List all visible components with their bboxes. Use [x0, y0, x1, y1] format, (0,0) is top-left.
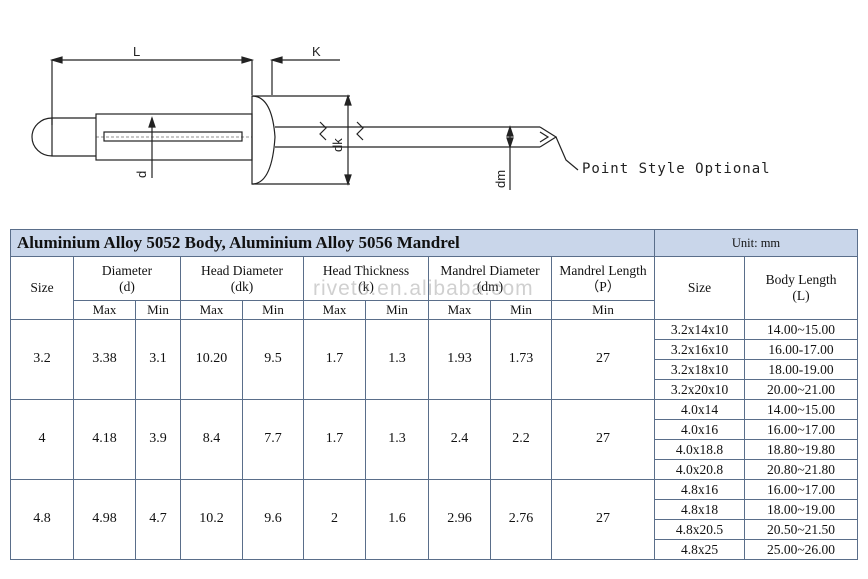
mandrel-diameter-label: dm	[493, 170, 508, 188]
sub-max: Max	[73, 300, 136, 320]
sub-min: Min	[135, 300, 181, 320]
table-row: 4.8x20.5 20.50~21.50	[11, 519, 859, 540]
sub-min: Min	[242, 300, 304, 320]
sub-max: Max	[428, 300, 491, 320]
dk-min-cell: 9.5	[242, 319, 304, 400]
rivet-size-cell: 4.0x14	[654, 399, 746, 420]
rivet-size-cell: 4.0x18.8	[654, 439, 746, 460]
rivet-size-cell: 4.8x25	[654, 539, 746, 560]
header-size: Size	[10, 256, 74, 320]
d-min-cell: 4.7	[135, 479, 181, 560]
point-style-callout: Point Style Optional	[582, 161, 771, 177]
rivet-drawing: L K d dk dm Point Style Optional	[31, 44, 771, 190]
dm-min-cell: 2.2	[490, 399, 552, 480]
body-length-cell: 16.00-17.00	[744, 339, 859, 360]
header-head-thickness: Head Thickness(k)	[303, 256, 429, 301]
p-min-cell: 27	[550, 319, 656, 400]
body-length-cell: 16.00~17.00	[744, 479, 859, 500]
table-row: 4.8x25 25.00~26.00	[11, 539, 859, 560]
length-label: L	[133, 44, 140, 59]
table-row: 4.8x18 18.00~19.00	[11, 499, 859, 520]
size-cell: 4	[10, 399, 74, 480]
p-min-cell: 27	[550, 399, 656, 480]
dm-max-cell: 2.4	[428, 399, 491, 480]
rivet-size-cell: 3.2x14x10	[654, 319, 746, 340]
head-thickness-label: K	[312, 44, 321, 59]
dm-max-cell: 1.93	[428, 319, 491, 400]
rivet-size-cell: 4.8x16	[654, 479, 746, 500]
rivet-size-cell: 3.2x18x10	[654, 359, 746, 380]
head-diameter-label: dk	[330, 138, 345, 152]
rivet-size-cell: 3.2x20x10	[654, 379, 746, 400]
body-length-cell: 14.00~15.00	[744, 319, 859, 340]
table-row: 4.0x16 16.00~17.00	[11, 419, 859, 440]
d-max-cell: 4.98	[73, 479, 136, 560]
table-row: 4.0x20.8 20.80~21.80	[11, 459, 859, 480]
rivet-size-cell: 4.0x20.8	[654, 459, 746, 480]
sub-max: Max	[180, 300, 243, 320]
rivet-size-cell: 4.0x16	[654, 419, 746, 440]
unit-label: Unit: mm	[654, 229, 859, 257]
dm-min-cell: 1.73	[490, 319, 552, 400]
body-length-cell: 18.80~19.80	[744, 439, 859, 460]
table-row: 3.2x18x10 18.00-19.00	[11, 359, 859, 380]
sub-min: Min	[550, 300, 656, 320]
k-max-cell: 1.7	[303, 319, 366, 400]
size-cell: 4.8	[10, 479, 74, 560]
rivet-size-cell: 4.8x18	[654, 499, 746, 520]
body-length-cell: 20.50~21.50	[744, 519, 859, 540]
dk-min-cell: 9.6	[242, 479, 304, 560]
k-max-cell: 1.7	[303, 399, 366, 480]
sub-max: Max	[303, 300, 366, 320]
body-length-cell: 18.00~19.00	[744, 499, 859, 520]
body-length-cell: 18.00-19.00	[744, 359, 859, 380]
k-min-cell: 1.6	[365, 479, 429, 560]
rivet-size-cell: 4.8x20.5	[654, 519, 746, 540]
body-length-cell: 25.00~26.00	[744, 539, 859, 560]
table-row: 4 4.18 3.9 8.4 7.7 1.7 1.3 2.4 2.2 27 4.…	[10, 399, 859, 480]
dk-max-cell: 8.4	[180, 399, 243, 480]
sub-min: Min	[365, 300, 429, 320]
k-min-cell: 1.3	[365, 399, 429, 480]
rivet-spec-table: Aluminium Alloy 5052 Body, Aluminium All…	[9, 229, 859, 560]
sub-min: Min	[490, 300, 552, 320]
table-row: 3.2 3.38 3.1 10.20 9.5 1.7 1.3 1.93 1.73…	[10, 319, 859, 400]
header-head-diameter: Head Diameter(dk)	[180, 256, 304, 301]
table-row: 3.2x20x10 20.00~21.00	[11, 379, 859, 400]
dk-max-cell: 10.20	[180, 319, 243, 400]
d-max-cell: 3.38	[73, 319, 136, 400]
d-max-cell: 4.18	[73, 399, 136, 480]
header-diameter: Diameter(d)	[73, 256, 181, 301]
body-length-cell: 14.00~15.00	[744, 399, 859, 420]
header-mandrel-diameter: Mandrel Diameter(dm)	[428, 256, 552, 301]
dm-min-cell: 2.76	[490, 479, 552, 560]
d-min-cell: 3.1	[135, 319, 181, 400]
p-min-cell: 27	[550, 479, 656, 560]
dk-min-cell: 7.7	[242, 399, 304, 480]
body-length-cell: 20.80~21.80	[744, 459, 859, 480]
header-size-right: Size	[654, 256, 746, 320]
dk-max-cell: 10.2	[180, 479, 243, 560]
body-length-cell: 20.00~21.00	[744, 379, 859, 400]
body-length-cell: 16.00~17.00	[744, 419, 859, 440]
k-min-cell: 1.3	[365, 319, 429, 400]
table-title: Aluminium Alloy 5052 Body, Aluminium All…	[9, 229, 656, 257]
header-mandrel-length: Mandrel Length（P）	[550, 256, 656, 301]
header-body-length: Body Length(L)	[744, 256, 859, 320]
table-row: 4.8 4.98 4.7 10.2 9.6 2 1.6 2.96 2.76 27…	[10, 479, 859, 560]
table-row: 4.0x18.8 18.80~19.80	[11, 439, 859, 460]
diameter-label: d	[134, 171, 149, 178]
size-cell: 3.2	[10, 319, 74, 400]
rivet-size-cell: 3.2x16x10	[654, 339, 746, 360]
k-max-cell: 2	[303, 479, 366, 560]
d-min-cell: 3.9	[135, 399, 181, 480]
dm-max-cell: 2.96	[428, 479, 491, 560]
